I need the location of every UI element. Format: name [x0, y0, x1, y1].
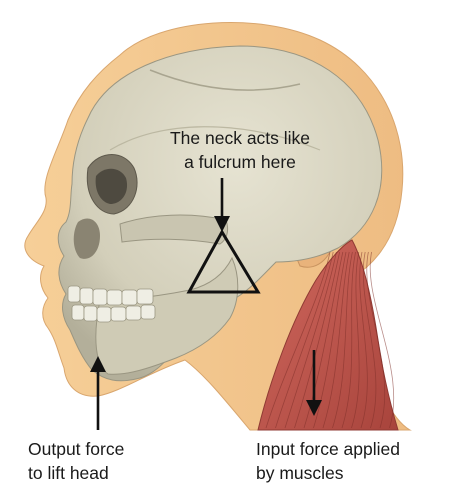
output-force-label: Output force to lift head: [28, 437, 124, 485]
input-force-label: Input force applied by muscles: [256, 437, 400, 485]
fulcrum-label: The neck acts like a fulcrum here: [140, 126, 340, 174]
output-force-label-line1: Output force: [28, 437, 124, 461]
fulcrum-label-line2: a fulcrum here: [140, 150, 340, 174]
zygomatic-arch: [120, 215, 228, 244]
output-force-label-line2: to lift head: [28, 461, 124, 485]
fulcrum-label-line1: The neck acts like: [140, 126, 340, 150]
input-force-label-line2: by muscles: [256, 461, 400, 485]
input-force-label-line1: Input force applied: [256, 437, 400, 461]
